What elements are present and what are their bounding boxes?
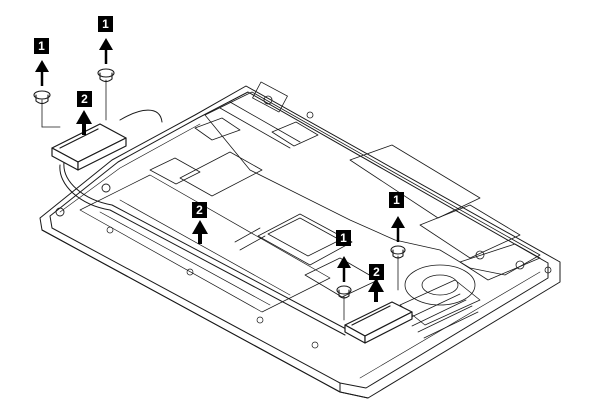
screw-post-left	[55, 183, 111, 217]
callout-step-2: 2	[369, 264, 384, 280]
screw-right-1	[390, 245, 406, 291]
arrow-up-screw-left-2	[99, 38, 113, 64]
base-cover	[39, 85, 561, 399]
left-speaker	[51, 123, 127, 171]
arrow-up-right-speaker	[368, 278, 384, 302]
callout-step-1: 1	[34, 38, 49, 54]
arrow-up-screw-left-1	[35, 60, 49, 86]
callout-step-1: 1	[389, 192, 404, 208]
arrow-up-board	[192, 220, 208, 244]
callout-step-1: 1	[336, 230, 351, 246]
fan-heatsink	[399, 264, 481, 339]
right-speaker	[344, 301, 413, 344]
speaker-cable	[59, 109, 349, 336]
arrow-up-left-speaker	[76, 110, 92, 135]
callout-step-2: 2	[192, 202, 207, 218]
callout-step-2: 2	[77, 91, 92, 107]
screw-left-1	[33, 90, 61, 128]
system-board	[194, 81, 552, 281]
screw-right-2	[336, 285, 352, 321]
screw-left-2	[97, 68, 115, 121]
arrow-up-screw-right-2	[337, 256, 351, 282]
callout-step-1: 1	[98, 16, 113, 32]
battery-area	[79, 174, 331, 349]
arrow-up-screw-right-1	[391, 216, 405, 242]
